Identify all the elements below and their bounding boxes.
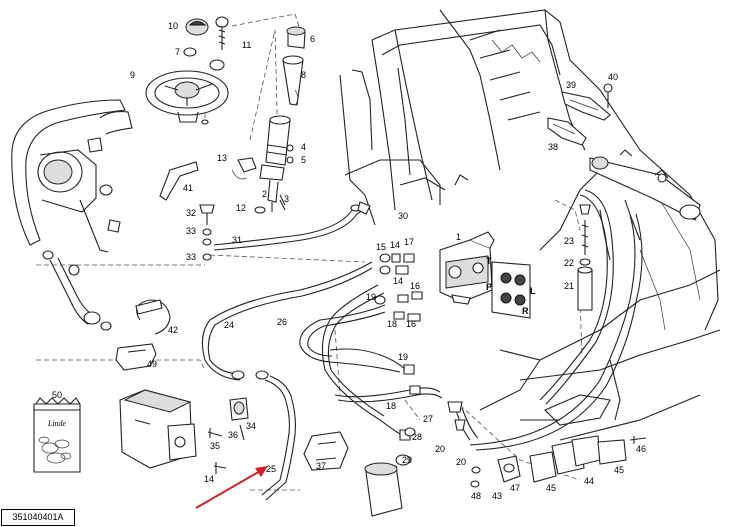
- callout-label: 16: [406, 319, 416, 329]
- fan-filter-assembly: [11, 99, 133, 331]
- callout-label: 33: [186, 252, 196, 262]
- callout-label: 46: [636, 444, 646, 454]
- callout-label: 11: [242, 40, 251, 50]
- hose-fittings: [231, 201, 466, 441]
- steering-column: [231, 26, 306, 214]
- callout-label: 47: [510, 483, 520, 493]
- callout-label: 6: [310, 34, 315, 44]
- callout-label: 25: [266, 464, 276, 474]
- callout-label: 5: [301, 155, 306, 165]
- callout-label: 33: [186, 226, 196, 236]
- callout-label: 40: [608, 72, 618, 82]
- port-letter-t: T: [486, 256, 492, 266]
- kit-brand-logo: Linde: [47, 419, 67, 428]
- callout-label: 9: [130, 70, 135, 80]
- callout-label: 1: [456, 232, 461, 242]
- callout-label: 12: [236, 203, 246, 213]
- callout-label: 35: [210, 441, 220, 451]
- truck-frame: [339, 9, 721, 441]
- callout-label: 2: [262, 189, 267, 199]
- clamp-parts: [115, 299, 171, 371]
- callout-label: 13: [217, 153, 227, 163]
- callout-label: 8: [301, 70, 306, 80]
- callout-label: 14: [393, 276, 403, 286]
- callout-label: 16: [410, 281, 420, 291]
- callout-label: 49: [147, 359, 157, 369]
- nut-part: [183, 47, 197, 57]
- port-letter-r: R: [522, 306, 529, 316]
- callout-label: 44: [584, 476, 594, 486]
- steering-wheel-assembly: [145, 16, 229, 125]
- callout-label: 20: [456, 457, 466, 467]
- callout-label: 45: [614, 465, 624, 475]
- port-letter-p: P: [486, 282, 492, 292]
- callout-label: 34: [246, 421, 256, 431]
- callout-label: 14: [204, 474, 214, 484]
- steering-valve-part: [439, 231, 531, 319]
- callout-label: 15: [376, 242, 386, 252]
- callout-label: 23: [564, 236, 574, 246]
- callout-label: 19: [366, 292, 376, 302]
- callout-label: 3: [284, 194, 289, 204]
- red-pointer-arrow: [195, 466, 268, 509]
- guide-lines: [36, 13, 583, 491]
- callout-label: 22: [564, 258, 574, 268]
- callout-label: 10: [168, 21, 178, 31]
- callout-label: 30: [398, 211, 408, 221]
- seal-kit: Linde: [33, 397, 81, 473]
- callout-label: 48: [471, 491, 481, 501]
- callout-label: 26: [277, 317, 287, 327]
- callout-label: 41: [183, 183, 193, 193]
- callout-label: 14: [390, 240, 400, 250]
- callout-label: 21: [564, 281, 574, 291]
- callout-label: 18: [387, 319, 397, 329]
- callout-label: 38: [548, 142, 558, 152]
- port-letter-l: L: [530, 286, 536, 296]
- callout-label: 4: [301, 142, 306, 152]
- callout-label: 18: [386, 401, 396, 411]
- drawing-number-box: 351040401A: [1, 509, 75, 526]
- callout-label: 50: [52, 390, 62, 400]
- port-letters: T P L R: [486, 256, 536, 316]
- callout-label: 36: [228, 430, 238, 440]
- bolt-stack: [199, 204, 215, 261]
- callout-label: 27: [423, 414, 433, 424]
- callout-label: 31: [232, 235, 242, 245]
- callout-label: 43: [492, 491, 502, 501]
- callout-label: 24: [224, 320, 234, 330]
- steering-cylinder-group: [547, 83, 701, 311]
- callout-label: 39: [566, 80, 576, 90]
- callout-label: 20: [435, 444, 445, 454]
- hydraulic-lines: [201, 189, 643, 501]
- callout-label: 28: [412, 432, 422, 442]
- callout-label: 45: [546, 483, 556, 493]
- callout-label: 7: [175, 47, 180, 57]
- callout-label: 32: [186, 208, 196, 218]
- callout-label: 37: [316, 461, 326, 471]
- bracket-part: [159, 161, 199, 201]
- callout-label: 17: [404, 237, 414, 247]
- callout-label: 42: [168, 325, 178, 335]
- pump-assembly: [119, 389, 249, 474]
- callout-label: 29: [402, 455, 412, 465]
- mounting-hardware: [470, 435, 647, 488]
- callout-labels: 10 7 11 9 6 8 4 5 13 41 2 3 12 32 33 31 …: [52, 21, 646, 501]
- callout-label: 19: [398, 352, 408, 362]
- filter-element: [303, 427, 416, 517]
